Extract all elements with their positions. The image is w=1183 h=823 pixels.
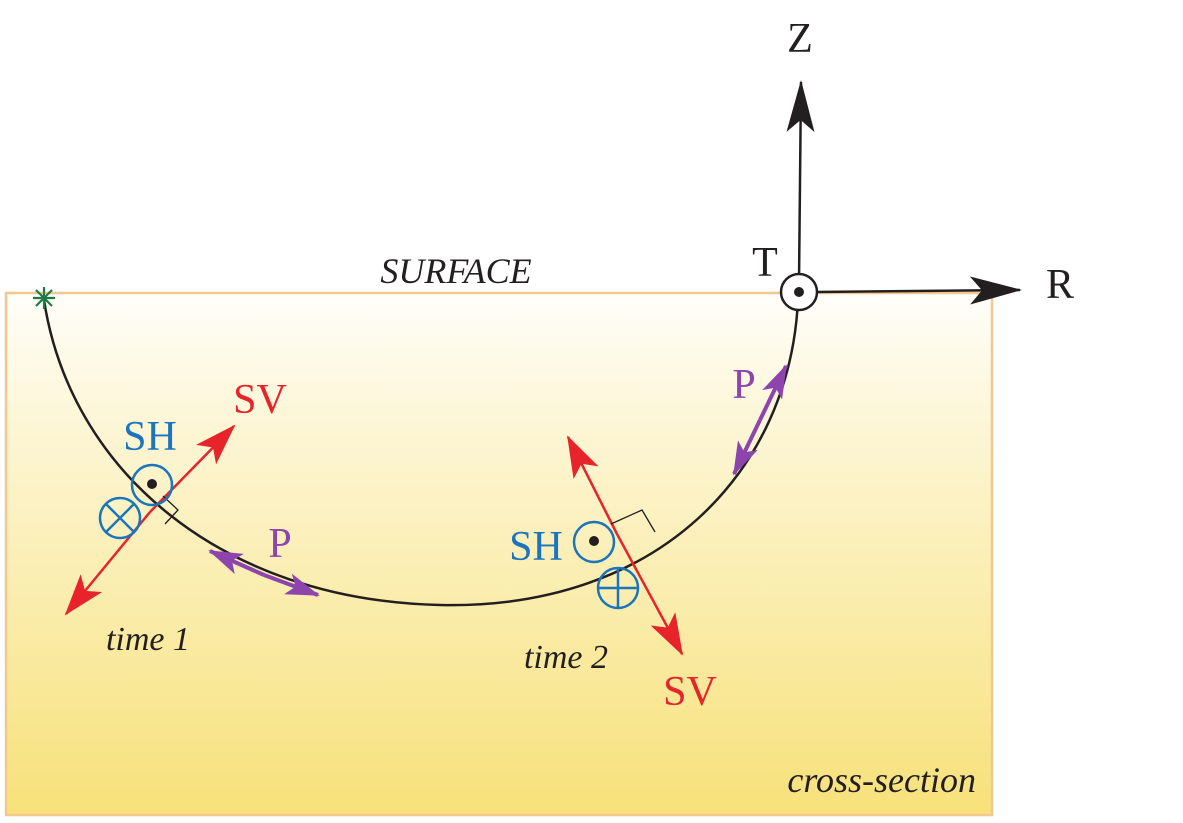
sh-dot-in-circle-icon-time2	[572, 520, 616, 564]
r-axis-label: R	[1046, 262, 1074, 308]
cross-section-box	[4, 291, 994, 817]
sv-arrow-time2-up	[566, 435, 619, 535]
p-arrow-receiver-b	[732, 419, 762, 476]
r-axis-arrow	[813, 276, 1022, 305]
p-arrow-time1-b	[208, 549, 265, 577]
sh-label-time1: SH	[123, 414, 177, 460]
z-axis-arrow	[786, 80, 815, 283]
sv-label-time1: SV	[233, 377, 287, 423]
t-axis-dot-in-circle-icon	[779, 272, 819, 312]
sh-label-time2: SH	[509, 524, 563, 570]
p-arrow-receiver-a	[758, 364, 788, 421]
t-axis-label: T	[752, 240, 778, 286]
right-angle-marker-time1	[162, 495, 179, 525]
z-axis-label: Z	[787, 16, 813, 62]
sh-cross-in-circle-icon-time1	[98, 496, 142, 540]
p-arrow-time1-a	[263, 573, 320, 597]
sh-dot-in-circle-icon-time1	[130, 463, 174, 507]
surface-label: SURFACE	[380, 251, 531, 291]
sv-arrow-time2-down	[615, 533, 684, 656]
sh-cross-in-circle-icon-time2	[596, 566, 640, 610]
asterisk-source-icon	[33, 287, 55, 309]
cross-section-label: cross-section	[787, 760, 976, 800]
time2-label: time 2	[524, 639, 608, 676]
time1-label: time 1	[106, 621, 190, 658]
sv-label-time2: SV	[663, 669, 717, 715]
right-angle-marker-time2	[610, 509, 656, 533]
p-label-time1: P	[268, 521, 291, 567]
p-label-receiver: P	[732, 362, 755, 408]
